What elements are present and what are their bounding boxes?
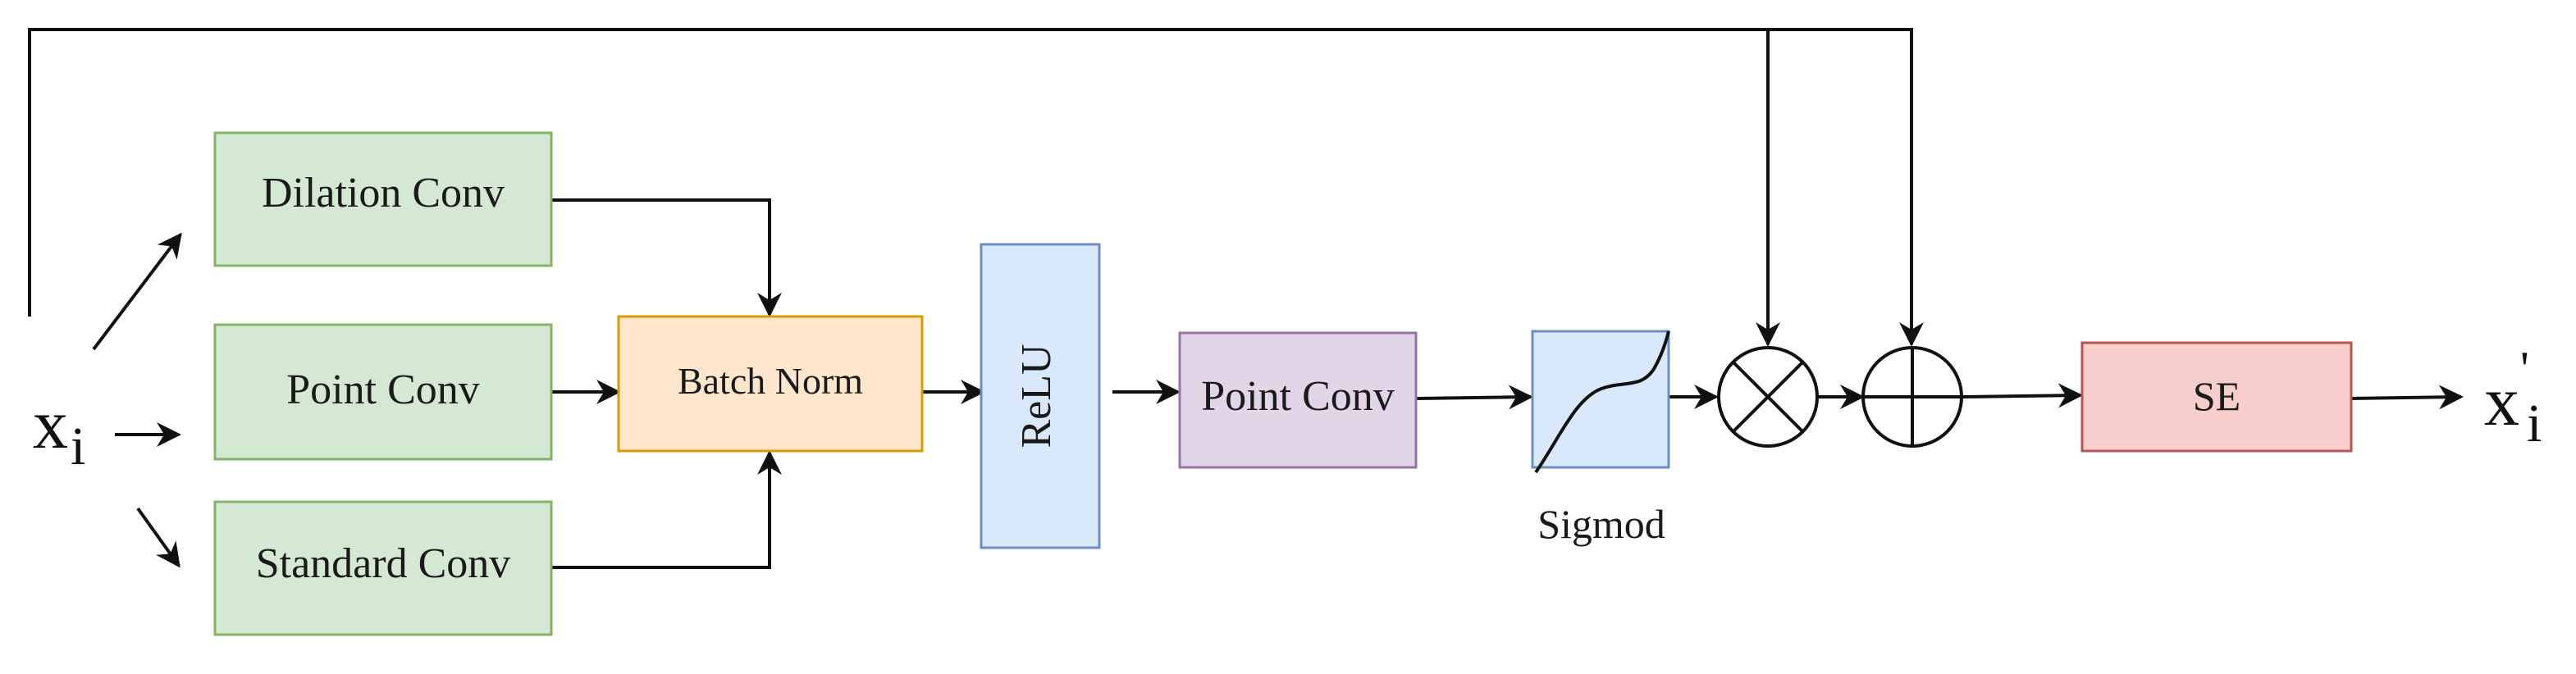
standard-to-bn-arrow (551, 450, 782, 569)
point-conv-block-2: Point Conv (1178, 331, 1418, 469)
pconv-to-sigmoid-arrow (1415, 385, 1533, 410)
se-block: SE (2080, 341, 2353, 453)
input-symbol: x (33, 385, 68, 463)
point-conv-block-1: Point Conv (213, 323, 553, 461)
point-conv-2-label: Point Conv (1201, 373, 1395, 420)
standard-conv-block: Standard Conv (213, 500, 553, 636)
standard-conv-label: Standard Conv (256, 540, 511, 587)
dilation-conv-block: Dilation Conv (213, 131, 553, 267)
output-prime: ' (2520, 342, 2529, 396)
input-subscript: i (71, 417, 85, 476)
batch-norm-label: Batch Norm (678, 360, 863, 402)
output-label: x ' i (2484, 342, 2542, 453)
multiply-operator (1717, 346, 1819, 448)
input-to-standard-arrow (136, 507, 180, 568)
relu-block: ReLU (980, 243, 1101, 549)
add-to-se-arrow (1962, 383, 2083, 408)
output-subscript: i (2527, 394, 2542, 453)
sigmoid-label: Sigmod (1537, 501, 1665, 547)
se-to-output-arrow (2349, 385, 2464, 410)
output-symbol: x (2484, 362, 2519, 440)
input-label: x i (33, 385, 85, 476)
sigmoid-curve-icon (1534, 330, 1670, 474)
point-conv-1-label: Point Conv (286, 367, 480, 413)
dilation-to-bn-arrow (551, 198, 782, 317)
se-label: SE (2193, 373, 2240, 419)
add-operator (1861, 346, 1963, 448)
dilation-conv-label: Dilation Conv (262, 170, 505, 216)
sigmoid-block: Sigmod (1531, 330, 1670, 547)
input-to-dilation-arrow (92, 232, 182, 351)
skip-connection-line (28, 28, 1924, 347)
relu-label: ReLU (1013, 344, 1060, 448)
batch-norm-block: Batch Norm (617, 315, 924, 453)
